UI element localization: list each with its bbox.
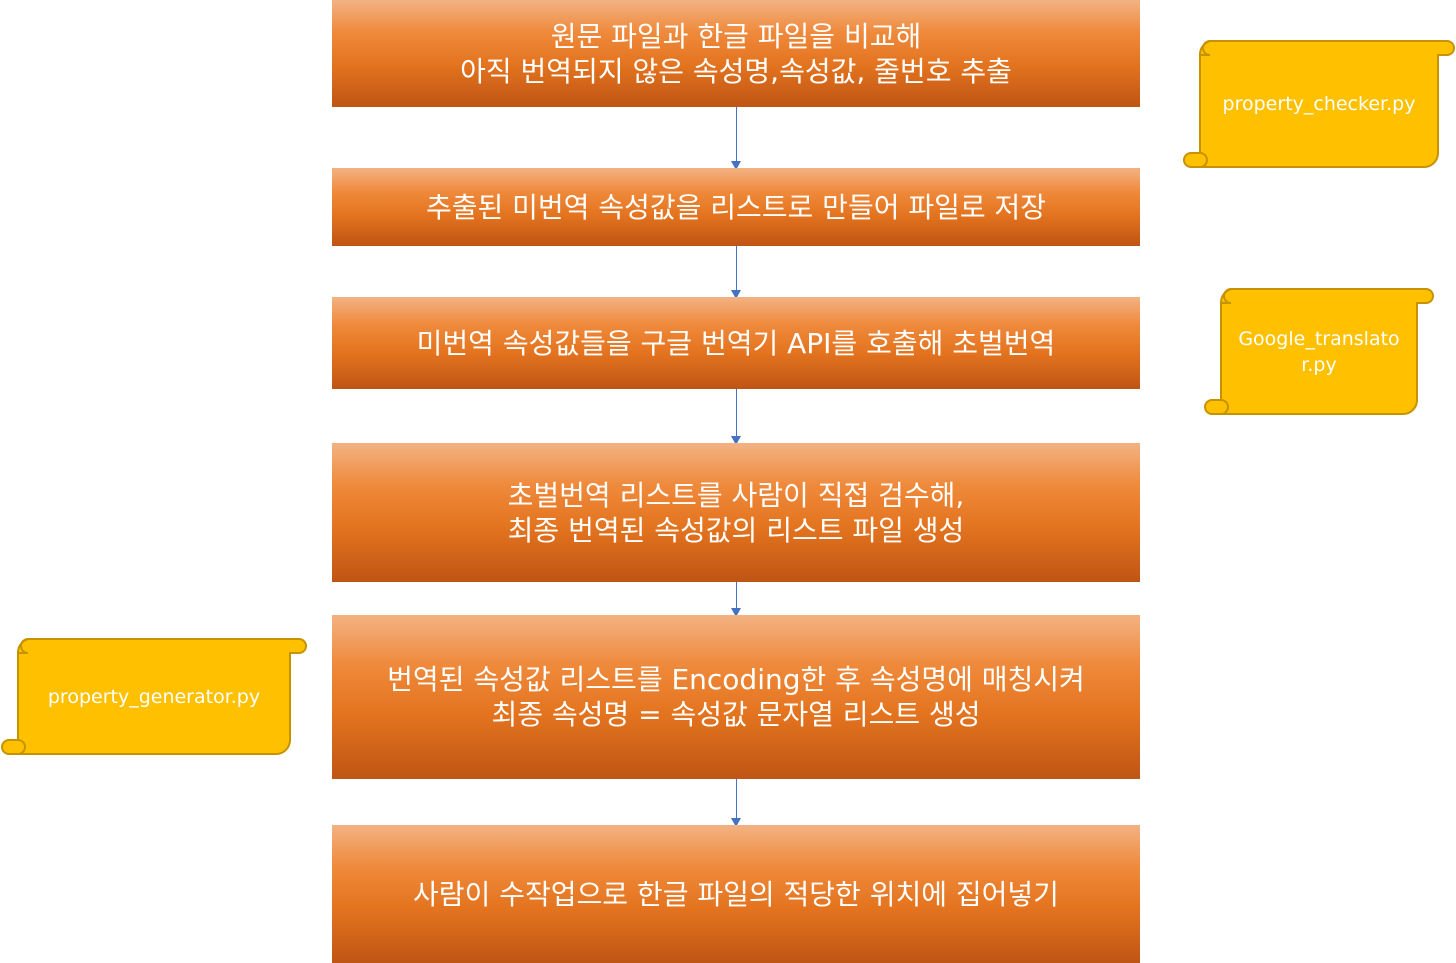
step-1-box: 원문 파일과 한글 파일을 비교해 아직 번역되지 않은 속성명,속성값, 줄번… (332, 0, 1140, 107)
script-label-property-checker: property_checker.py (1222, 93, 1416, 115)
step-3-box: 미번역 속성값들을 구글 번역기 API를 호출해 초벌번역 (332, 297, 1140, 389)
arrow-3-to-4 (731, 389, 741, 445)
step-1-line-2: 아직 번역되지 않은 속성명,속성값, 줄번호 추출 (460, 54, 1012, 88)
step-3-line-1: 미번역 속성값들을 구글 번역기 API를 호출해 초벌번역 (416, 326, 1056, 360)
step-2-line-1: 추출된 미번역 속성값을 리스트로 만들어 파일로 저장 (425, 190, 1047, 224)
scroll-shape (1204, 288, 1434, 415)
step-6-line-1: 사람이 수작업으로 한글 파일의 적당한 위치에 집어넣기 (413, 877, 1059, 911)
step-2-box: 추출된 미번역 속성값을 리스트로 만들어 파일로 저장 (332, 168, 1140, 246)
script-scroll-property-generator: property_generator.py (0, 636, 308, 757)
step-5-line-1: 번역된 속성값 리스트를 Encoding한 후 속성명에 매칭시켜 (387, 663, 1085, 696)
step-4-line-1: 초벌번역 리스트를 사람이 직접 검수해, (507, 478, 965, 512)
step-4-box: 초벌번역 리스트를 사람이 직접 검수해, 최종 번역된 속성값의 리스트 파일… (332, 443, 1140, 582)
step-6-box: 사람이 수작업으로 한글 파일의 적당한 위치에 집어넣기 (332, 825, 1140, 963)
arrow-5-to-6 (731, 779, 741, 827)
step-1-line-1: 원문 파일과 한글 파일을 비교해 (550, 19, 922, 53)
script-scroll-property-checker: property_checker.py (1182, 38, 1456, 170)
arrow-2-to-3 (731, 246, 741, 299)
scroll-shape (1183, 40, 1455, 168)
arrow-1-to-2 (731, 107, 741, 170)
scroll-shape (1, 638, 307, 755)
script-label-google-translator-line-2: r.py (1301, 353, 1337, 376)
arrow-4-to-5 (731, 582, 741, 617)
step-5-box: 번역된 속성값 리스트를 Encoding한 후 속성명에 매칭시켜 최종 속성… (332, 615, 1140, 779)
script-label-property-generator: property_generator.py (47, 685, 261, 708)
step-5-line-2: 최종 속성명 = 속성값 문자열 리스트 생성 (491, 698, 981, 731)
script-label-google-translator-line-1: Google_translato (1238, 327, 1400, 350)
script-scroll-google-translator: Google_translato r.py (1203, 286, 1435, 417)
step-4-line-2: 최종 번역된 속성값의 리스트 파일 생성 (507, 513, 965, 547)
